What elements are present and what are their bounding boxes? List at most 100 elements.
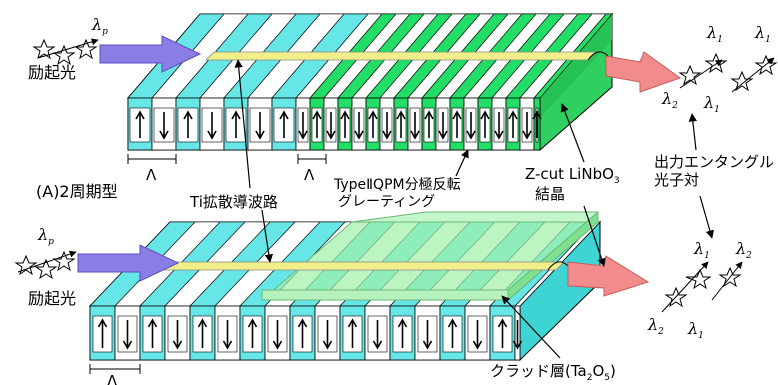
up-arrowhead — [396, 110, 406, 120]
bottom-period-marker: Λ — [89, 364, 141, 385]
lambda-2-bottom-a-sub: 2 — [745, 251, 752, 261]
down-arrowhead — [255, 130, 265, 140]
down-arrowhead — [512, 340, 523, 350]
down-arrowhead — [472, 340, 483, 350]
down-arrowhead — [438, 130, 448, 140]
bottom-ti-waveguide — [163, 261, 565, 271]
bottom-output-photons — [661, 261, 743, 313]
up-arrowhead — [508, 110, 518, 120]
up-arrowhead — [183, 110, 193, 120]
down-arrowhead — [272, 340, 283, 350]
bottom-output-light: λ1 λ2 λ2 λ1 — [567, 239, 752, 341]
lambda-2-bottom-a: λ — [735, 239, 746, 258]
cladding-label: クラッド層(Ta2O5) — [490, 362, 616, 383]
down-arrowhead — [122, 340, 133, 350]
qpm-grating-label-line2: グレーティング — [338, 194, 435, 210]
up-arrowhead — [532, 110, 542, 120]
up-arrowhead — [135, 110, 145, 120]
svg-text:λp: λp — [37, 225, 54, 247]
down-arrowhead — [172, 340, 183, 350]
up-arrowhead — [97, 318, 108, 328]
lambda-1-top-b: λ — [754, 23, 765, 42]
lambda-1-bottom-a: λ — [693, 239, 704, 258]
top-output-photons — [678, 52, 778, 93]
bottom-front-domains — [89, 305, 523, 361]
svg-text:λ1: λ1 — [693, 239, 710, 261]
down-arrowhead — [159, 130, 169, 140]
top-front-domains — [127, 97, 542, 151]
down-arrowhead — [466, 130, 476, 140]
lambda-2-top: λ — [661, 89, 672, 108]
up-arrowhead — [447, 318, 458, 328]
top-period-markers: Λ Λ — [127, 154, 327, 184]
up-arrowhead — [480, 110, 490, 120]
top-output-light: λ1 λ1 λ2 λ1 — [605, 23, 778, 115]
top-pump-photons — [32, 38, 99, 66]
up-arrowhead — [452, 110, 462, 120]
up-arrowhead — [397, 318, 408, 328]
up-arrowhead — [497, 318, 508, 328]
up-arrowhead — [147, 318, 158, 328]
bottom-crystal — [88, 210, 602, 362]
period-symbol-top-left: Λ — [146, 166, 157, 184]
down-arrowhead — [410, 130, 420, 140]
down-arrowhead — [298, 130, 308, 140]
down-arrowhead — [222, 340, 233, 350]
down-arrowhead — [382, 130, 392, 140]
top-domain-stripes-top — [127, 13, 613, 99]
crystal-sub: 3 — [614, 176, 620, 186]
up-arrowhead — [347, 318, 358, 328]
up-arrowhead — [424, 110, 434, 120]
down-arrowhead — [372, 340, 383, 350]
lambda-p-top: λ — [91, 15, 102, 34]
svg-text:λ2: λ2 — [661, 89, 678, 111]
svg-text:λp: λp — [91, 15, 108, 37]
bottom-pump-photons — [14, 250, 77, 280]
lambda-2-top-sub: 2 — [671, 101, 678, 111]
svg-text:λ2: λ2 — [647, 315, 664, 337]
down-arrowhead — [494, 130, 504, 140]
up-arrowhead — [368, 110, 378, 120]
lambda-1-top-b-sub: 1 — [765, 35, 771, 45]
svg-text:λ1: λ1 — [703, 93, 720, 115]
down-arrowhead — [522, 130, 532, 140]
type-a-label: (A)2周期型 — [36, 182, 118, 201]
pump-light-label-bottom: 励起光 — [28, 289, 76, 308]
entangled-label-line1: 出力エンタングル — [654, 153, 774, 171]
lambda-1-bottom-a-sub: 1 — [704, 251, 710, 261]
lambda-p-sub-bottom: p — [48, 237, 54, 247]
lambda-2-bottom-b-sub: 2 — [657, 327, 664, 337]
lambda-1-bottom-b: λ — [687, 319, 698, 338]
up-arrowhead — [247, 318, 258, 328]
up-arrowhead — [312, 110, 322, 120]
down-arrowhead — [322, 340, 333, 350]
down-arrowhead — [326, 130, 336, 140]
period-symbol-bottom: Λ — [107, 372, 118, 385]
up-arrowhead — [279, 110, 289, 120]
lambda-1-top-c-sub: 1 — [714, 105, 720, 115]
svg-text:λ2: λ2 — [735, 239, 752, 261]
crystal-label-line1: Z-cut LiNbO3 — [525, 165, 620, 186]
up-arrowhead — [297, 318, 308, 328]
svg-text:λ1: λ1 — [754, 23, 771, 45]
lambda-2-bottom-b: λ — [647, 315, 658, 334]
lambda-1-top-c: λ — [703, 93, 714, 112]
up-arrowhead — [197, 318, 208, 328]
period-symbol-top-right: Λ — [304, 166, 315, 184]
crystal-label-line2: 結晶 — [535, 185, 565, 203]
entangled-label-line2: 光子対 — [654, 171, 699, 189]
down-arrowhead — [422, 340, 433, 350]
lambda-p-sub-top: p — [102, 27, 108, 37]
top-crystal — [126, 12, 614, 152]
bottom-pump-light: 励起光 λp — [14, 225, 180, 308]
top-ti-waveguide — [205, 51, 597, 61]
lambda-1-bottom-b-sub: 1 — [698, 331, 704, 341]
down-arrowhead — [207, 130, 217, 140]
up-arrowhead — [231, 110, 241, 120]
ti-waveguide-label: Ti拡散導波路 — [189, 193, 278, 211]
lambda-p-bottom: λ — [37, 225, 48, 244]
up-arrowhead — [340, 110, 350, 120]
lambda-1-top-a-sub: 1 — [717, 35, 723, 45]
